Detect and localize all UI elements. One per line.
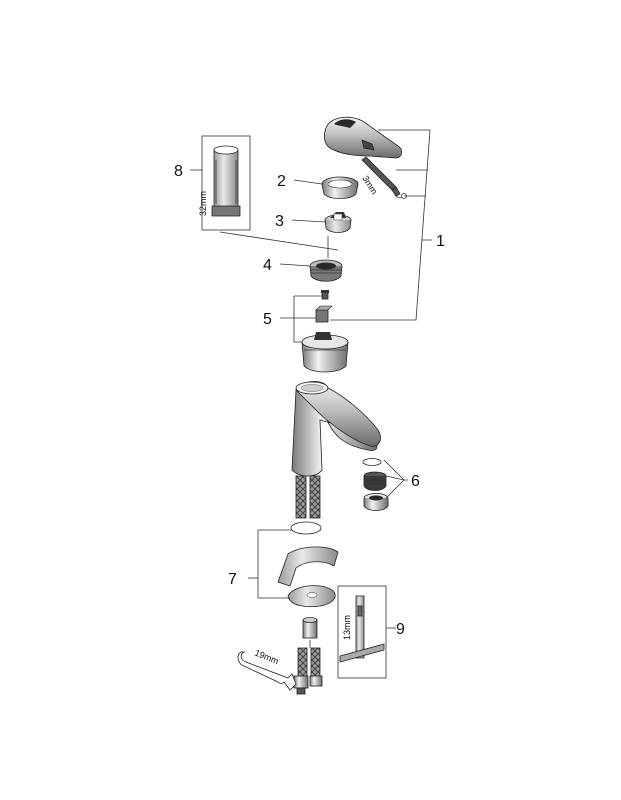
spanner-dimension-label: 19mm (253, 648, 280, 667)
callout-1-leader (330, 129, 432, 321)
cartridge-screw (321, 290, 329, 300)
spanner-tool (237, 651, 297, 691)
aerator-housing (363, 493, 389, 511)
lower-hose-right (310, 647, 321, 677)
aerator-insert (363, 471, 387, 491)
adapter-ring (324, 212, 352, 233)
faucet-body (291, 381, 381, 477)
callout-6-leader (383, 459, 408, 499)
tool-9-frame (337, 585, 387, 679)
cartridge (301, 332, 349, 373)
flexible-hose-left (295, 475, 307, 519)
lever-handle (323, 116, 402, 159)
tool-8-socket (211, 145, 241, 217)
hose-connection-nut (293, 675, 323, 695)
tool-9-key (339, 595, 385, 663)
callout-7: 7 (228, 571, 237, 588)
callout-4: 4 (263, 257, 272, 274)
callout-2: 2 (277, 173, 286, 190)
callout-7-leader (248, 529, 292, 599)
callout-2-leader (293, 179, 323, 185)
callout-8: 8 (174, 163, 183, 180)
threaded-ring (309, 259, 343, 282)
callout-3-leader (291, 219, 326, 223)
callout-3: 3 (275, 213, 284, 230)
tool-8-frame (201, 135, 251, 231)
lower-hose-left (297, 647, 308, 677)
callout-9: 9 (396, 621, 405, 638)
tool-8-dimension-label: 32mm (198, 191, 208, 216)
mounting-gasket (290, 521, 322, 535)
hex-key-dimension-label: 3mm (360, 174, 379, 196)
aerator-washer (362, 458, 382, 466)
cartridge-spindle (315, 305, 333, 323)
cover-cap (321, 176, 359, 199)
fixing-nut (302, 617, 318, 639)
fixing-crescent (287, 585, 336, 608)
flexible-hose-right (309, 475, 321, 519)
tool-8-axis-line (219, 231, 339, 251)
callout-4-leader (279, 263, 311, 267)
callout-6: 6 (411, 473, 420, 490)
tool-9-dimension-label: 13mm (342, 615, 352, 640)
callout-1: 1 (436, 233, 445, 250)
callout-5-leader (280, 295, 322, 343)
support-plate (277, 546, 339, 587)
callout-5: 5 (263, 311, 272, 328)
